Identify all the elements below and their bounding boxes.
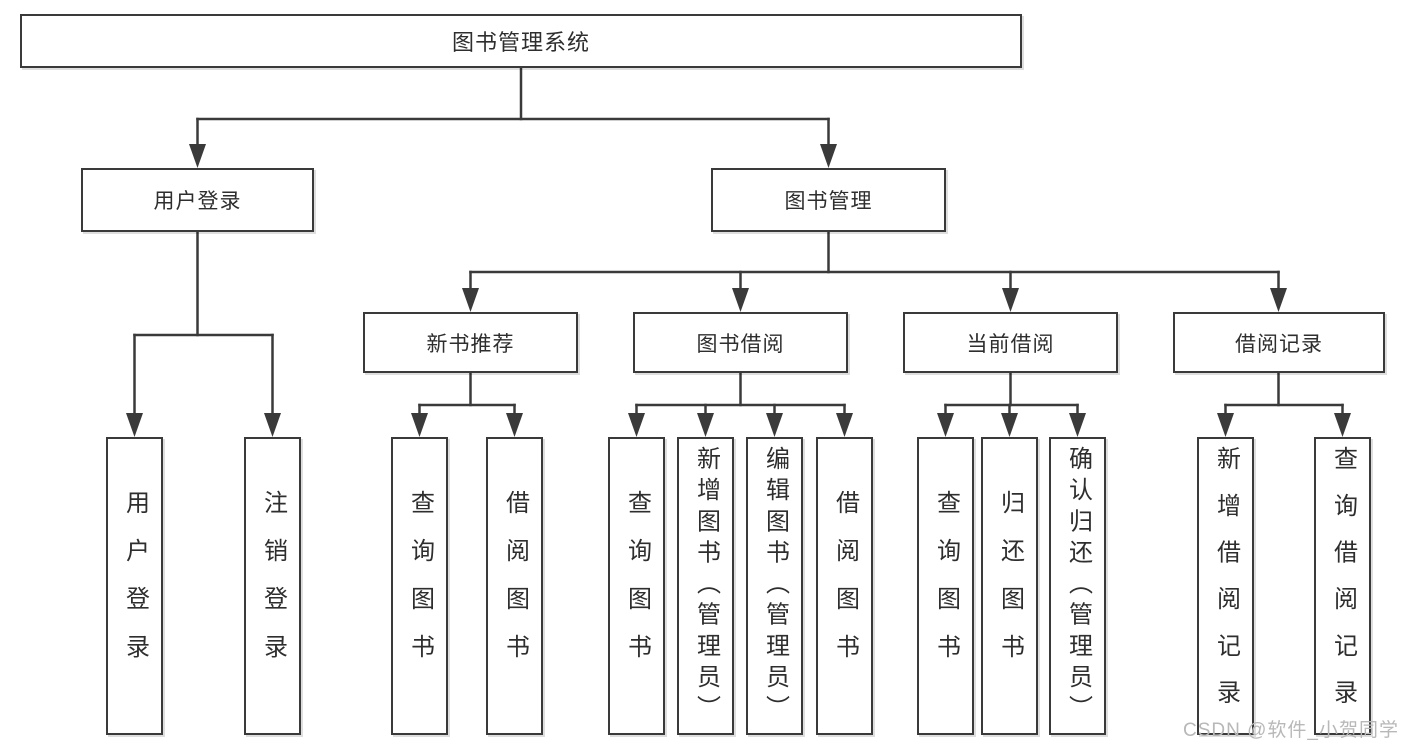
leaf-confirm-return-admin: 确认归还（管理员） — [1049, 437, 1106, 735]
node-label: 图书管理 — [784, 190, 873, 213]
arrowhead-icon — [937, 413, 954, 437]
node-current-borrowing: 当前借阅 — [903, 312, 1118, 373]
node-label: 图书借阅 — [696, 332, 785, 356]
node-label: 查询图书 — [406, 490, 434, 682]
node-label: 借阅记录 — [1235, 332, 1323, 356]
leaf-logout: 注销登录 — [244, 437, 301, 735]
arrowhead-icon — [1217, 413, 1234, 437]
arrowhead-icon — [1001, 413, 1018, 437]
node-label: 查询借阅记录 — [1329, 446, 1357, 726]
leaf-borrow-books-2: 借阅图书 — [816, 437, 873, 735]
leaf-add-book-admin: 新增图书（管理员） — [677, 437, 734, 735]
node-root: 图书管理系统 — [20, 14, 1022, 68]
node-label: 借阅图书 — [501, 490, 529, 682]
node-new-book-recommend: 新书推荐 — [363, 312, 578, 373]
node-label: 图书管理系统 — [451, 30, 590, 55]
arrowhead-icon — [732, 288, 749, 312]
arrowhead-icon — [766, 413, 783, 437]
arrowhead-icon — [126, 413, 143, 437]
node-label: 归还图书 — [996, 490, 1024, 682]
node-label: 新书推荐 — [426, 332, 515, 356]
node-label: 查询图书 — [932, 490, 960, 682]
arrowhead-icon — [1002, 288, 1019, 312]
leaf-borrow-books-1: 借阅图书 — [486, 437, 543, 735]
leaf-query-books-3: 查询图书 — [917, 437, 974, 735]
arrowhead-icon — [506, 413, 523, 437]
leaf-edit-book-admin: 编辑图书（管理员） — [746, 437, 803, 735]
arrowhead-icon — [1270, 288, 1287, 312]
arrowhead-icon — [820, 144, 837, 168]
leaf-return-books: 归还图书 — [981, 437, 1038, 735]
node-borrowing-records: 借阅记录 — [1173, 312, 1385, 373]
node-label: 注销登录 — [259, 490, 287, 682]
arrowhead-icon — [697, 413, 714, 437]
node-label: 新增图书（管理员） — [692, 446, 720, 726]
leaf-query-books-2: 查询图书 — [608, 437, 665, 735]
arrowhead-icon — [1069, 413, 1086, 437]
arrowhead-icon — [264, 413, 281, 437]
node-label: 确认归还（管理员） — [1064, 446, 1092, 726]
node-book-management: 图书管理 — [711, 168, 946, 232]
node-label: 借阅图书 — [831, 490, 859, 682]
node-book-borrowing: 图书借阅 — [633, 312, 848, 373]
arrowhead-icon — [836, 413, 853, 437]
node-label: 用户登录 — [153, 190, 242, 213]
arrowhead-icon — [1334, 413, 1351, 437]
node-label: 新增借阅记录 — [1212, 446, 1240, 726]
leaf-query-borrow-record: 查询借阅记录 — [1314, 437, 1371, 735]
watermark: CSDN @软件_小贺同学 — [1183, 720, 1399, 741]
node-label: 当前借阅 — [966, 332, 1055, 356]
node-label: 用户登录 — [121, 490, 149, 682]
node-label: 查询图书 — [623, 490, 651, 682]
node-label: 编辑图书（管理员） — [761, 446, 789, 726]
arrowhead-icon — [462, 288, 479, 312]
arrowhead-icon — [189, 144, 206, 168]
leaf-add-borrow-record: 新增借阅记录 — [1197, 437, 1254, 735]
arrowhead-icon — [628, 413, 645, 437]
node-user-login: 用户登录 — [81, 168, 314, 232]
leaf-query-books-1: 查询图书 — [391, 437, 448, 735]
arrowhead-icon — [411, 413, 428, 437]
leaf-user-login: 用户登录 — [106, 437, 163, 735]
